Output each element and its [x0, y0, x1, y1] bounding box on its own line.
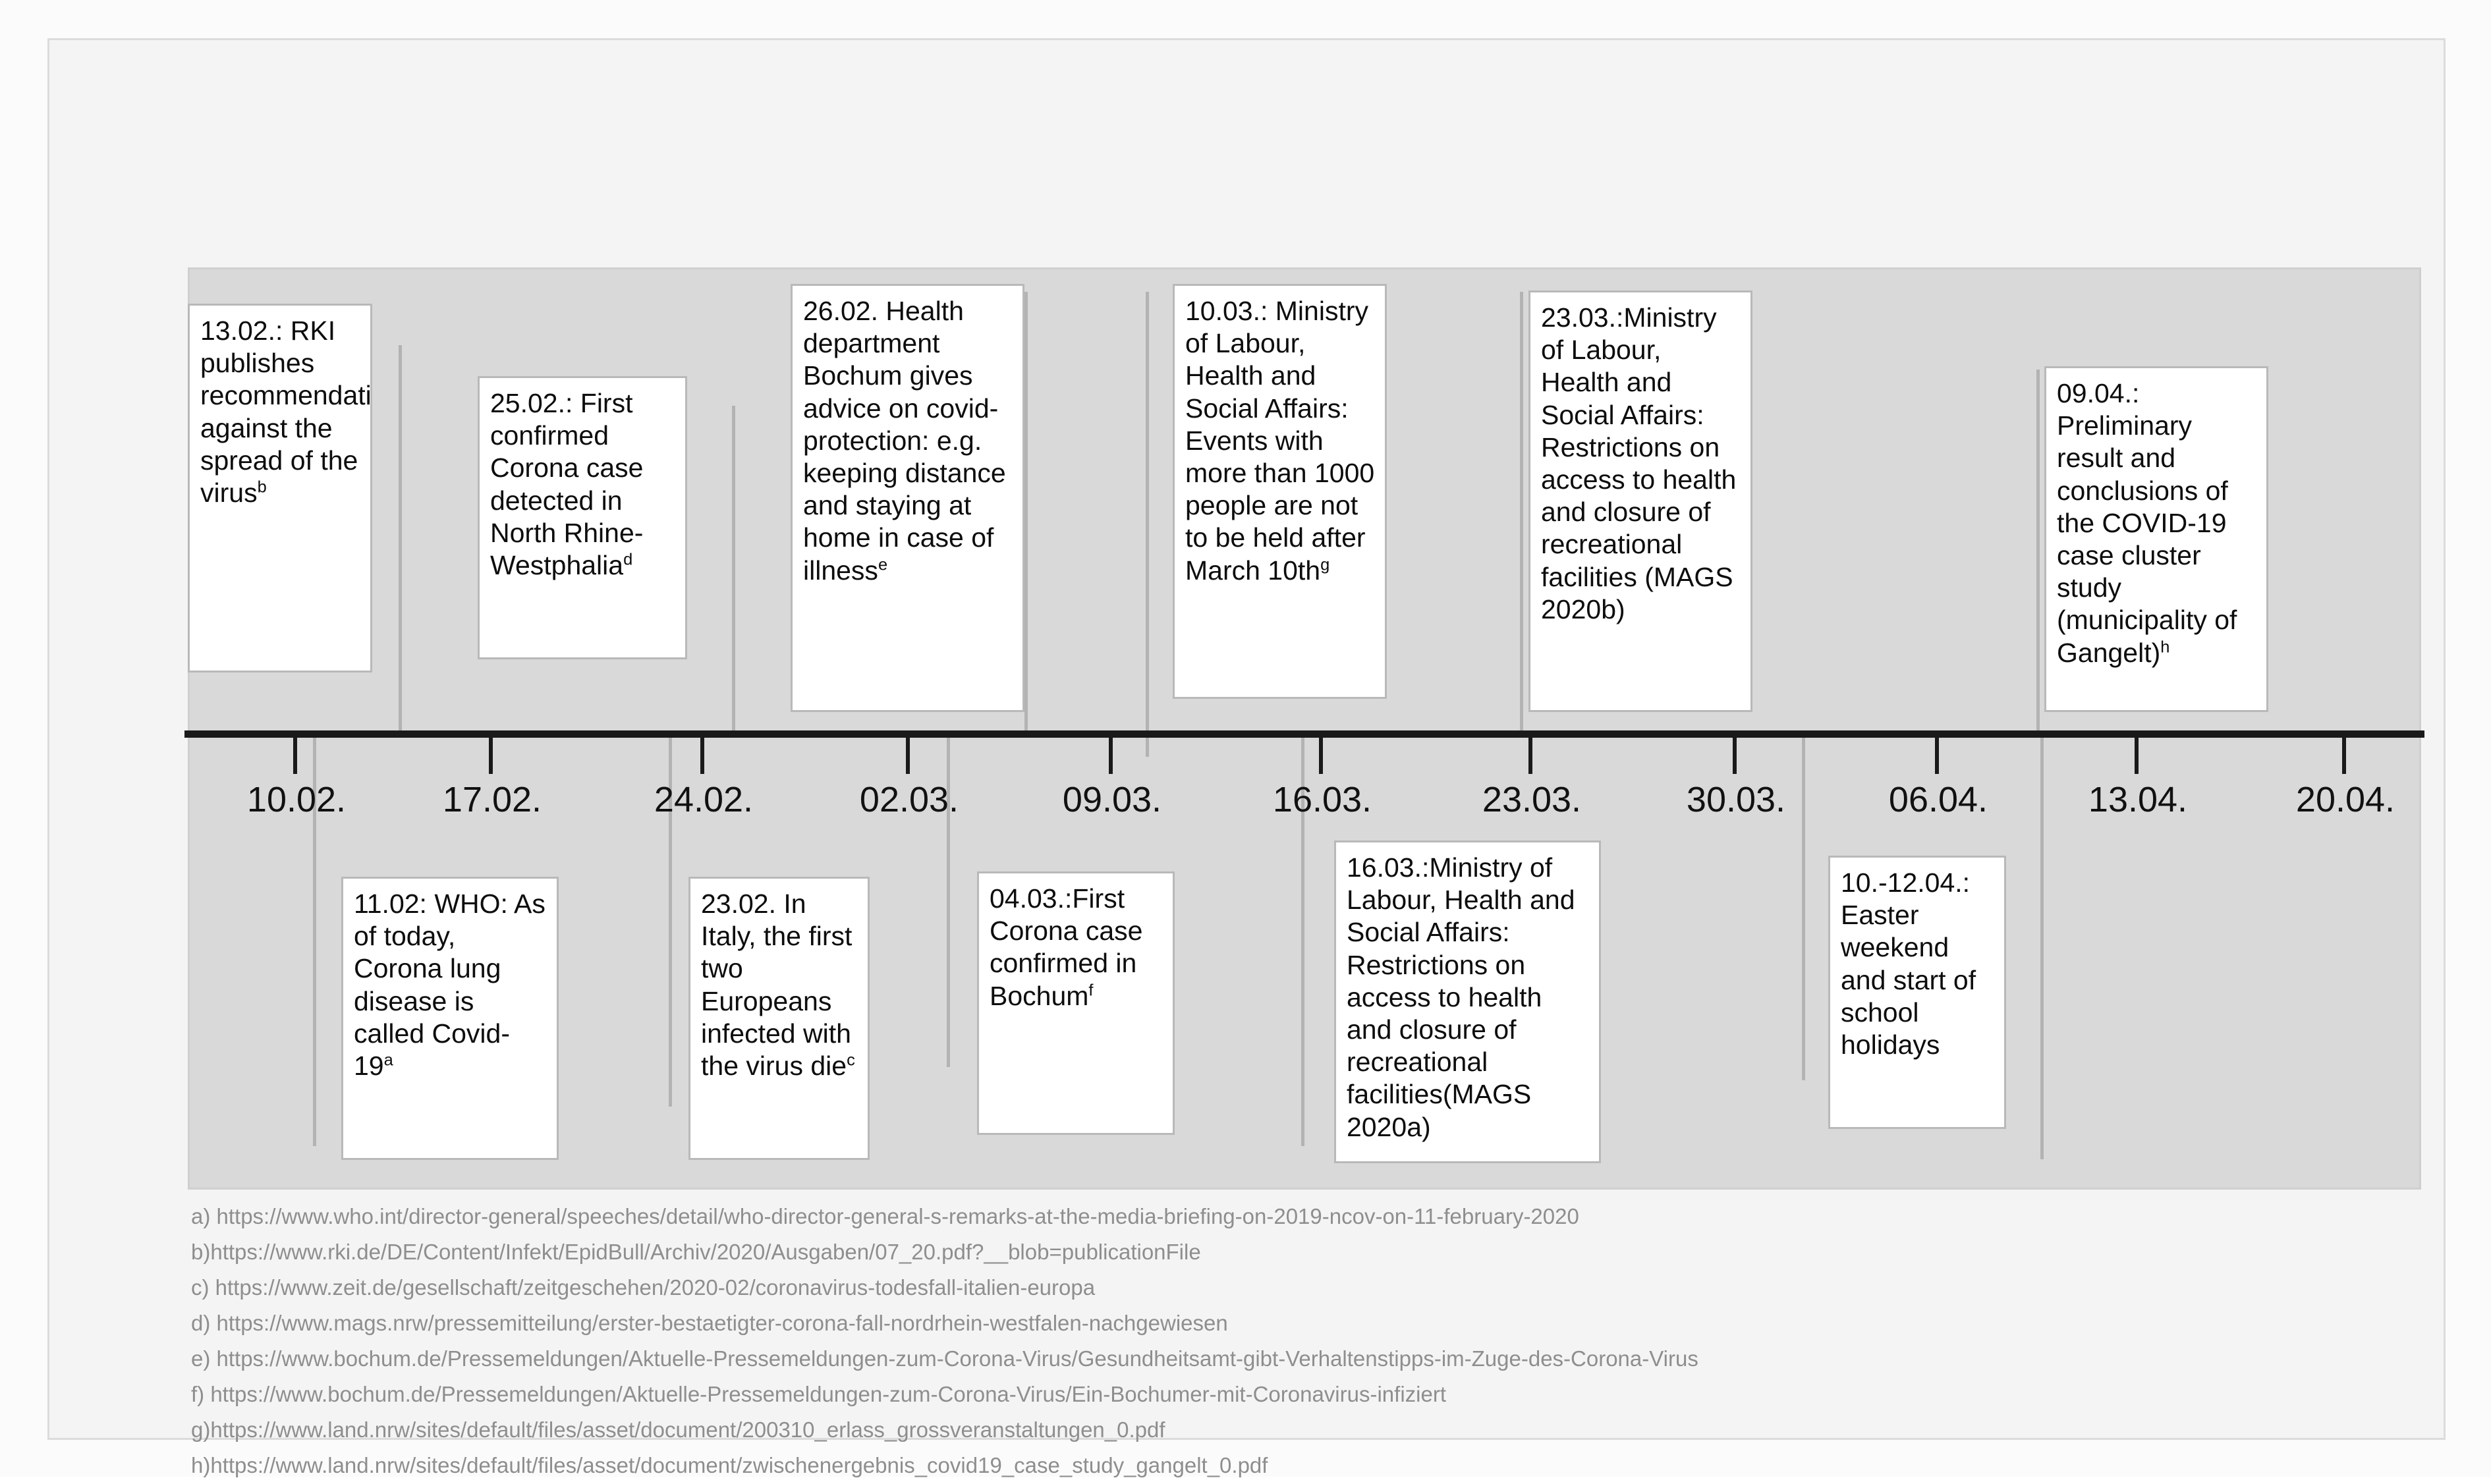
event-box-23-03[interactable]: 23.03.:Ministry of Labour, Health and So… [1528, 290, 1752, 712]
connector-line-11-02 [313, 738, 316, 1146]
footnote-g: g)https://www.land.nrw/sites/default/fil… [191, 1417, 1165, 1442]
event-box-13-02[interactable]: 13.02.: RKI publishes recommendations ag… [188, 304, 372, 673]
event-box-16-03[interactable]: 16.03.:Ministry of Labour, Health and So… [1334, 840, 1601, 1163]
footnote-d: d) https://www.mags.nrw/pressemitteilung… [191, 1311, 1228, 1335]
connector-line-23-02 [669, 738, 672, 1107]
axis-tick-2 [700, 738, 704, 774]
footnote-marker: h [2160, 637, 2170, 656]
connector-line-26-02 [1024, 292, 1028, 730]
axis-tick-10 [2342, 738, 2346, 774]
footnote-c: c) https://www.zeit.de/gesellschaft/zeit… [191, 1275, 1096, 1300]
event-box-09-04[interactable]: 09.04.: Preliminary result and conclusio… [2044, 366, 2268, 712]
connector-line-10-12-04 [1802, 738, 1805, 1080]
footnote-marker: b [257, 478, 267, 497]
footnote-marker: d [623, 550, 633, 569]
footnote-marker: g [1320, 555, 1330, 574]
axis-tick-label-7: 30.03. [1686, 780, 1786, 819]
footnote-b: b)https://www.rki.de/DE/Content/Infekt/E… [191, 1240, 1201, 1264]
timeline-axis [184, 730, 2424, 738]
axis-tick-3 [906, 738, 910, 774]
axis-tick-1 [489, 738, 493, 774]
connector-line-13-04-marker [2040, 738, 2044, 1159]
event-box-23-02[interactable]: 23.02. In Italy, the first two Europeans… [688, 877, 870, 1160]
axis-tick-label-8: 06.04. [1888, 780, 1988, 819]
figure-outer-frame: 10.02. 17.02. 24.02. 02.03. 09.03. 16.03… [47, 38, 2446, 1477]
event-box-26-02[interactable]: 26.02. Health department Bochum gives ad… [791, 284, 1024, 712]
axis-tick-label-5: 16.03. [1272, 780, 1372, 819]
footnote-marker: a [383, 1051, 393, 1070]
footnote-a: a) https://www.who.int/director-general/… [191, 1204, 1579, 1228]
connector-line-23-03 [1520, 292, 1523, 730]
axis-tick-label-9: 13.04. [2088, 780, 2188, 819]
connector-line-04-03 [947, 738, 950, 1067]
axis-tick-7 [1733, 738, 1737, 774]
event-box-25-02[interactable]: 25.02.: First confirmed Corona case dete… [478, 376, 687, 659]
connector-line-25-02 [732, 406, 735, 730]
event-box-10-12-04[interactable]: 10.-12.04.: Easter weekend and start of … [1828, 856, 2006, 1129]
connector-line-10-03 [1146, 292, 1149, 757]
axis-tick-label-0: 10.02. [246, 780, 347, 819]
axis-tick-label-6: 23.03. [1482, 780, 1582, 819]
footnote-marker: c [847, 1051, 855, 1070]
connector-line-16-03 [1301, 738, 1304, 1146]
event-box-10-03[interactable]: 10.03.: Ministry of Labour, Health and S… [1173, 284, 1387, 699]
footnote-marker: f [1088, 980, 1094, 999]
axis-tick-5 [1319, 738, 1323, 774]
connector-line-09-04 [2036, 370, 2040, 730]
axis-tick-6 [1528, 738, 1532, 774]
connector-line-13-02 [399, 345, 402, 730]
footnote-e: e) https://www.bochum.de/Pressemeldungen… [191, 1346, 1698, 1371]
event-box-04-03[interactable]: 04.03.:First Corona case confirmed in Bo… [977, 871, 1175, 1135]
footnote-list: a) https://www.who.int/director-general/… [191, 1199, 2365, 1484]
axis-tick-label-1: 17.02. [442, 780, 542, 819]
axis-tick-0 [293, 738, 297, 774]
axis-tick-8 [1935, 738, 1939, 774]
axis-tick-label-10: 20.04. [2295, 780, 2395, 819]
footnote-h: h)https://www.land.nrw/sites/default/fil… [191, 1453, 1268, 1477]
axis-tick-label-4: 09.03. [1062, 780, 1162, 819]
axis-tick-label-2: 24.02. [654, 780, 754, 819]
axis-tick-4 [1109, 738, 1113, 774]
axis-tick-9 [2135, 738, 2139, 774]
footnote-f: f) https://www.bochum.de/Pressemeldungen… [191, 1382, 1446, 1406]
event-box-11-02[interactable]: 11.02: WHO: As of today, Corona lung dis… [341, 877, 559, 1160]
axis-tick-label-3: 02.03. [859, 780, 959, 819]
footnote-marker: e [878, 555, 888, 574]
